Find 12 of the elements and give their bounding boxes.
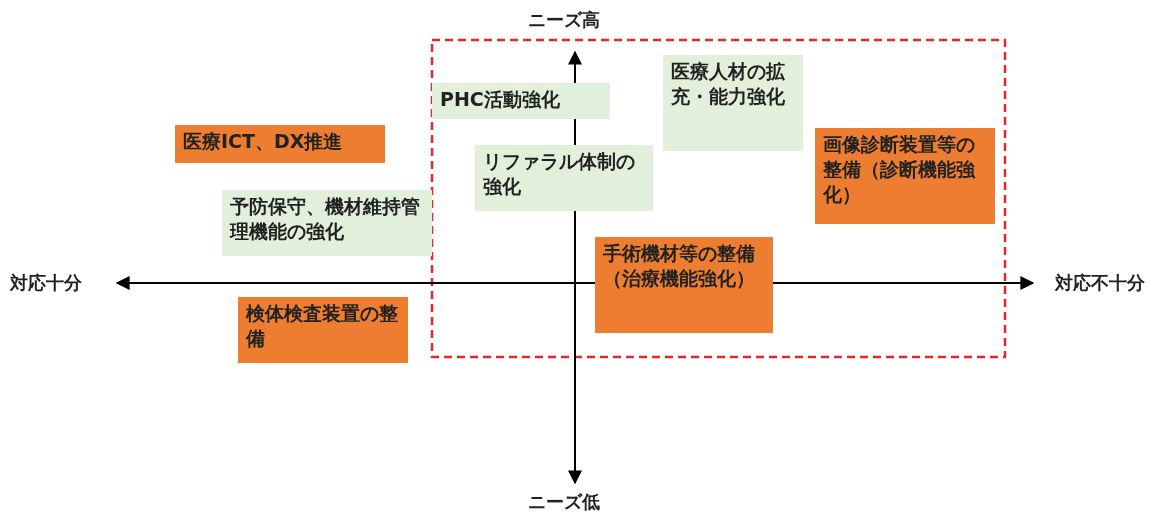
text-box: 画像診断装置等の整備（診断機能強化） <box>815 128 995 224</box>
text-box: 医療人材の拡充・能力強化 <box>663 55 803 151</box>
text-box: PHC活動強化 <box>432 83 610 119</box>
text-box: 検体検査装置の整備 <box>238 297 408 363</box>
axis-label: ニーズ低 <box>528 490 600 513</box>
text-box: 予防保守、機材維持管理機能の強化 <box>222 190 432 256</box>
axis-label: 対応十分 <box>10 271 82 295</box>
axis-label: ニーズ高 <box>528 8 600 32</box>
axis-label: 対応不十分 <box>1055 271 1145 295</box>
text-box: リファラル体制の強化 <box>475 145 653 211</box>
text-box: 医療ICT、DX推進 <box>175 125 385 163</box>
text-box: 手術機材等の整備（治療機能強化） <box>595 237 773 333</box>
